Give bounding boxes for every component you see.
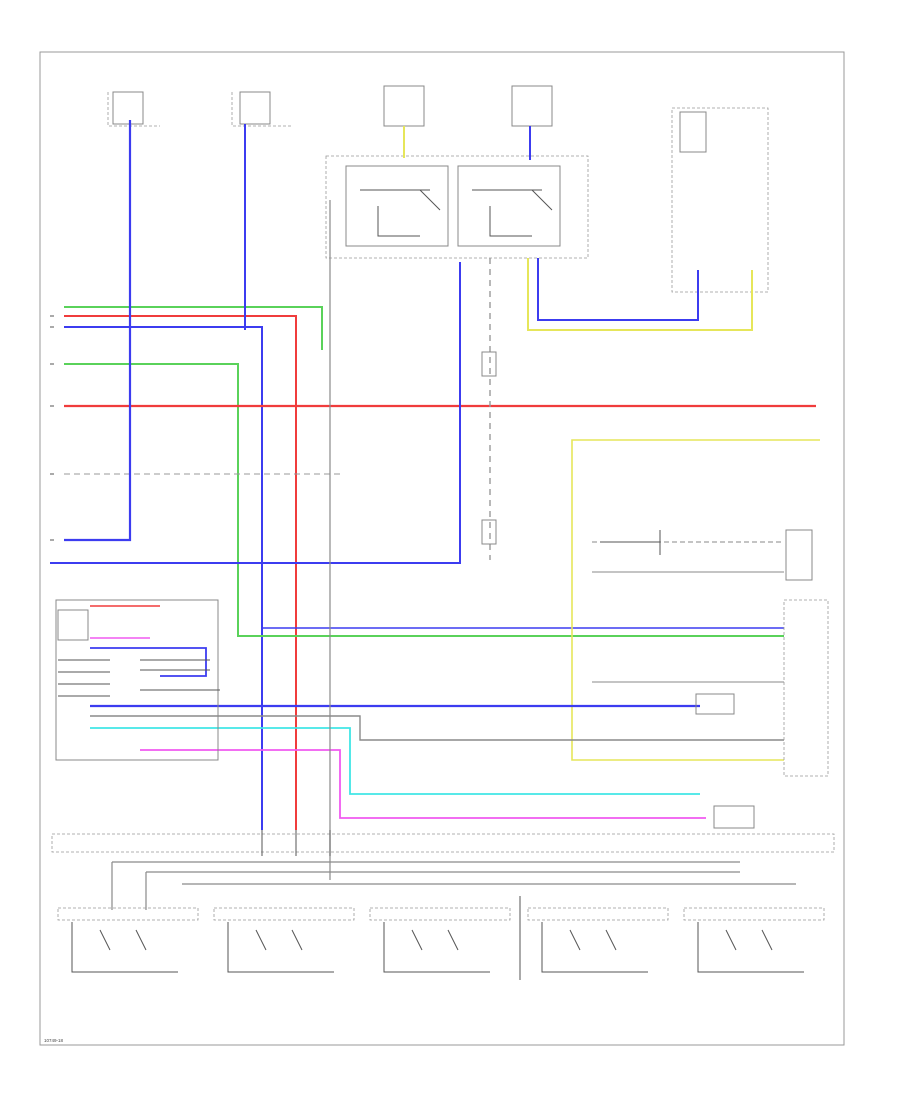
wire-blue-loop: [537, 258, 699, 321]
wire-blue-1: [64, 326, 263, 830]
center-connector-1: [481, 351, 497, 377]
master-switch-box: [55, 599, 220, 761]
relay-box: [325, 155, 589, 259]
bottom-switch-3: [369, 907, 511, 973]
wire-red-1: [64, 315, 297, 830]
fuse-block-1: [107, 91, 160, 127]
bottom-switch-5: [683, 907, 825, 973]
diagram-frame: [39, 51, 845, 1046]
bottom-switch-1: [57, 907, 199, 973]
bottom-switch-2: [213, 907, 355, 973]
wire-blue-3: [50, 262, 461, 564]
passenger-module-block: [671, 107, 769, 293]
footer-code: 10749-18: [44, 1038, 64, 1043]
lower-bus: [51, 830, 835, 980]
wire-magenta: [140, 749, 706, 819]
wire-bus: [50, 120, 820, 830]
fuse-block-2: [231, 91, 292, 127]
wire-blue-8: [90, 647, 207, 677]
wire-yellow-loop: [527, 258, 753, 331]
wire-blue-2: [64, 120, 132, 542]
bottom-switch-4: [527, 907, 669, 973]
right-module-column: [695, 599, 829, 829]
wire-green-1: [64, 306, 323, 350]
fuse-block-4: [511, 85, 553, 127]
left-edge-ticks: [50, 315, 54, 541]
wire-yellow-2: [571, 439, 820, 761]
fuse-block-3: [383, 85, 425, 127]
center-connector-2: [481, 519, 497, 545]
right-top-connector: [600, 529, 813, 581]
wire-cyan: [90, 727, 700, 795]
wire-gray-2: [90, 715, 784, 741]
wire-green-2: [64, 363, 784, 637]
